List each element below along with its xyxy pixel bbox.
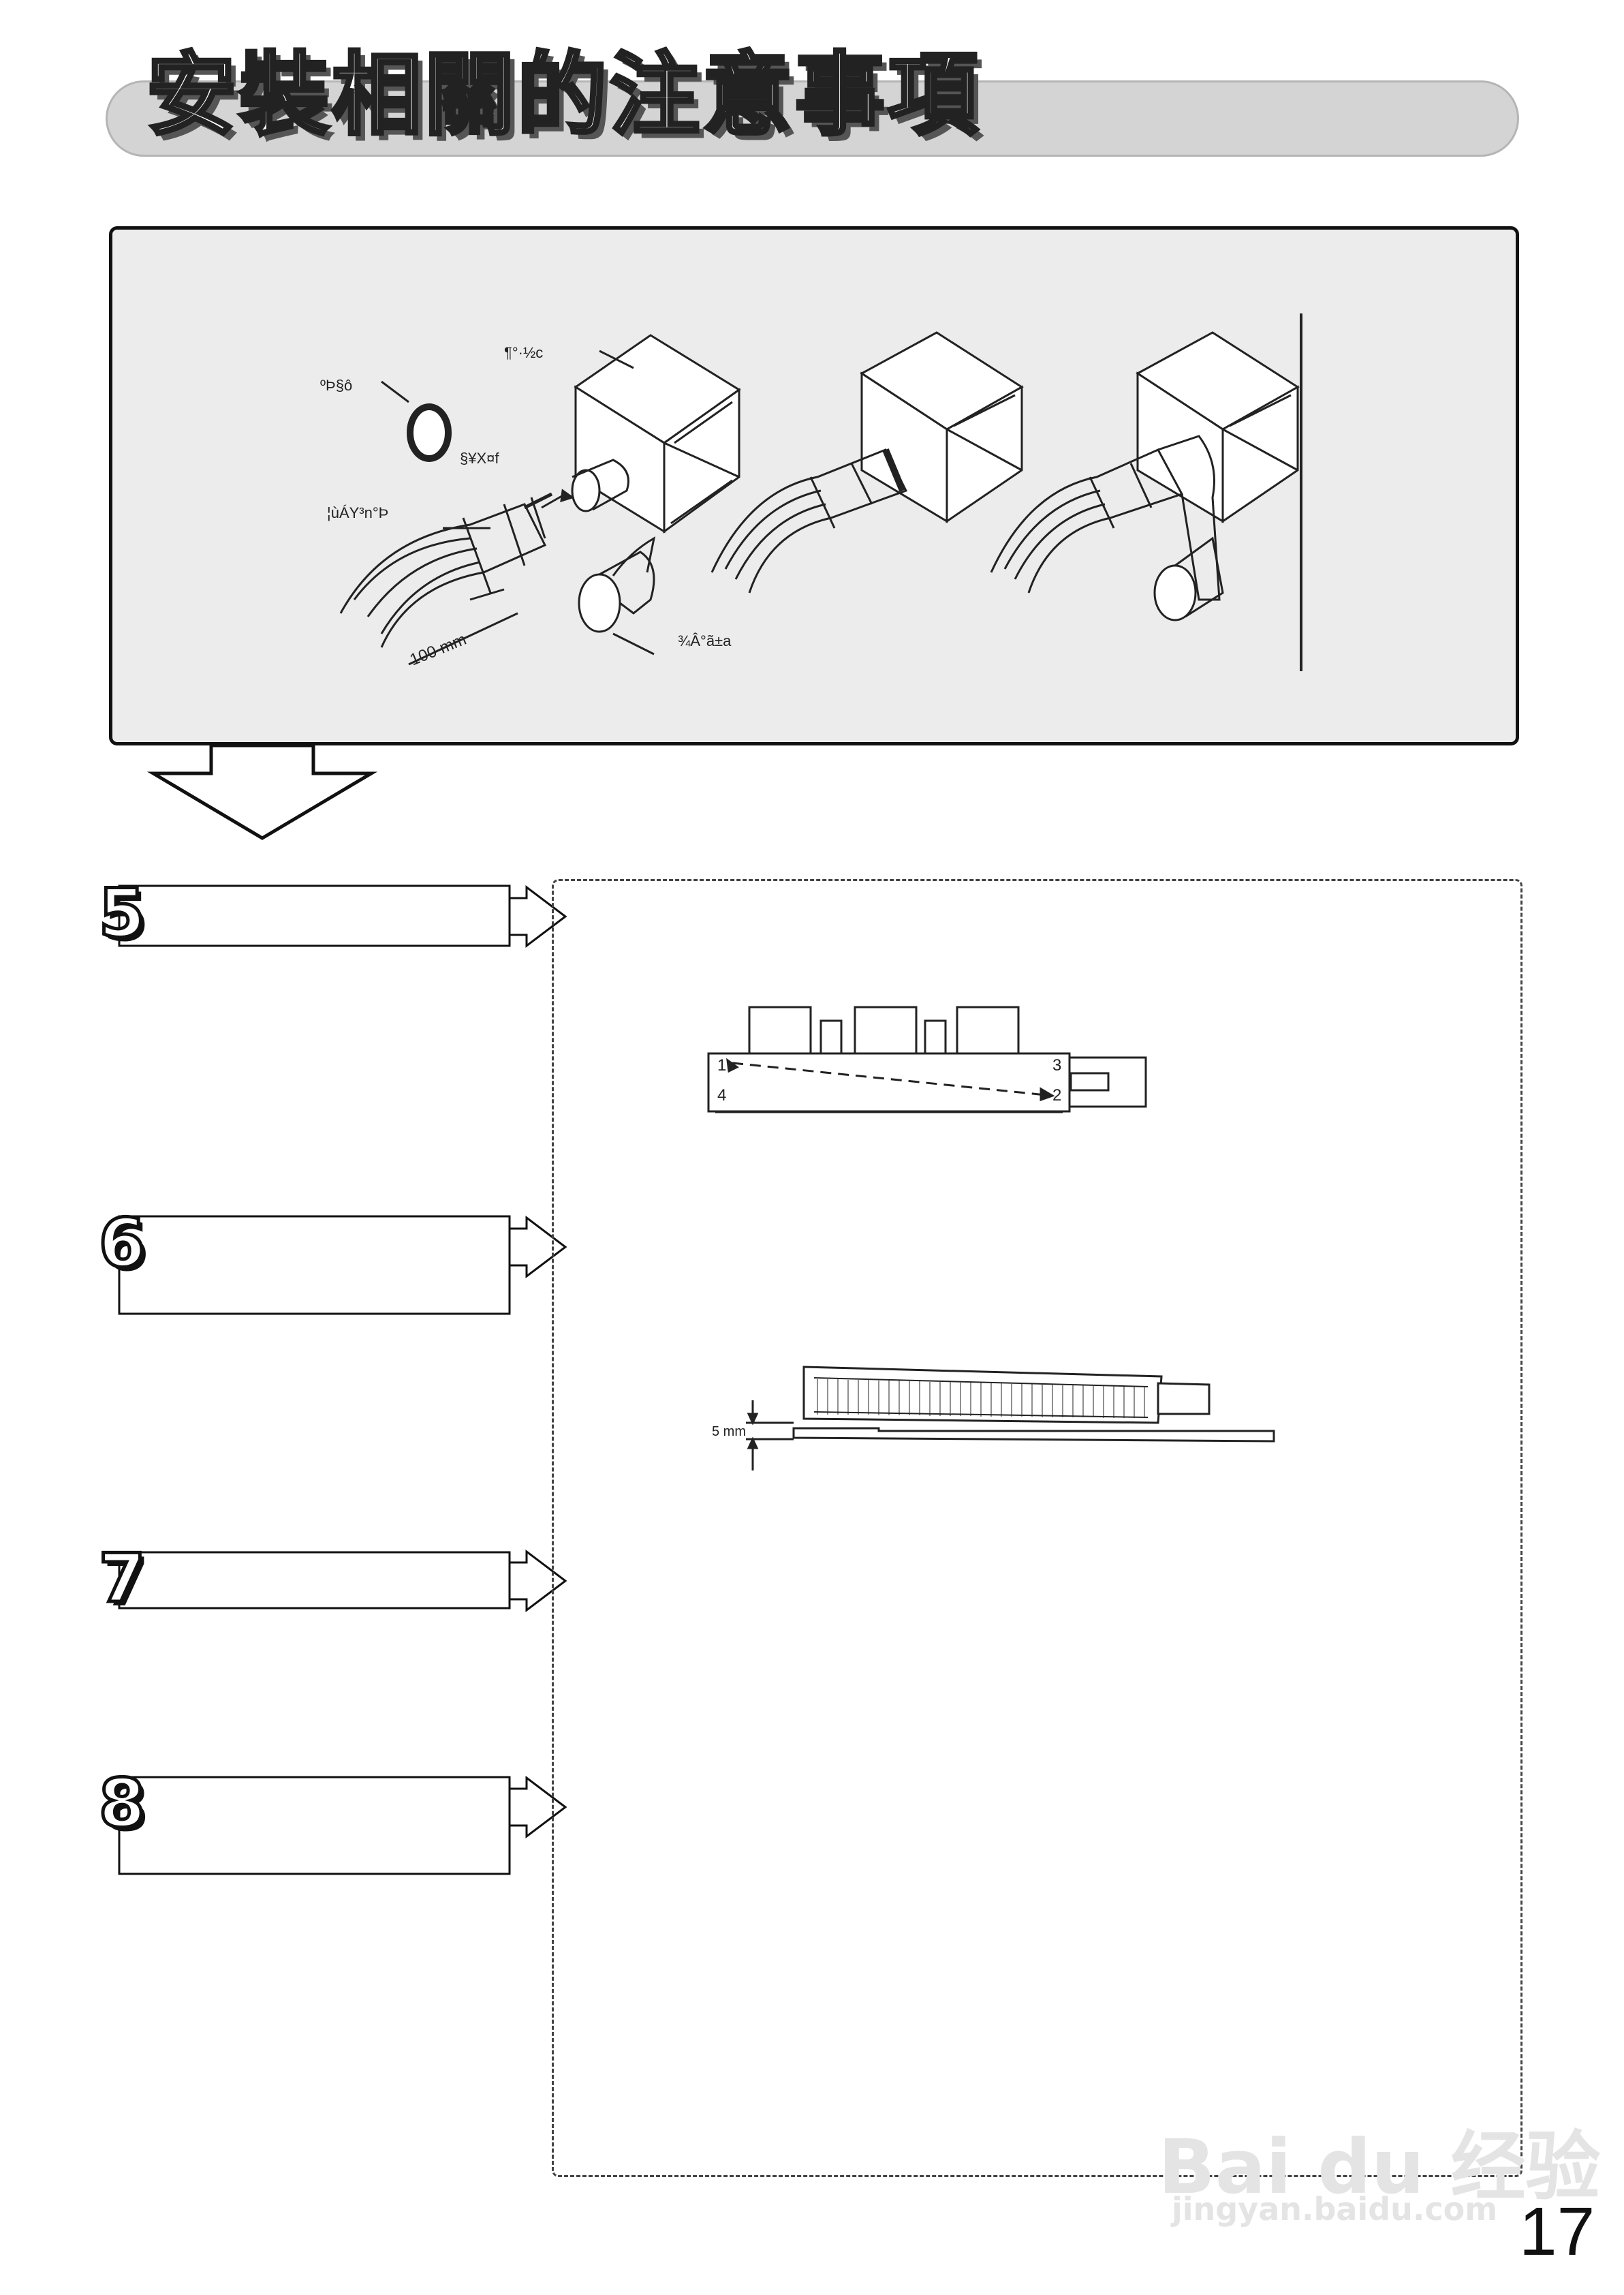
duct-box-illustration-3 (1136, 331, 1300, 523)
step-number-7: 7 (97, 1540, 146, 1618)
page-number: 17 (1519, 2193, 1595, 2270)
step-7-box (118, 1551, 511, 1609)
duct-box-illustration-2 (860, 331, 1024, 523)
step-5-arrow-icon (508, 884, 567, 949)
step-number-8: 8 (97, 1765, 146, 1843)
box-label: ¶°­·½c (504, 344, 544, 361)
indoor-unit-top-figure (707, 1006, 1147, 1113)
step-7-arrow-icon (508, 1549, 567, 1613)
hose-label: ¦ùÁY³n°Þ (327, 504, 389, 521)
step-8-box (118, 1776, 511, 1875)
corner-label-1: 1 (717, 1056, 727, 1075)
duct-box-illustration-1 (574, 334, 741, 534)
indoor-unit-slope-figure (746, 1366, 1275, 1470)
duct-installation-illustration (339, 313, 1302, 671)
ring-label: ºÞ§ô (320, 377, 353, 394)
hose-ring-illustration (407, 403, 452, 462)
fin-lines (817, 1379, 1145, 1418)
corner-label-4: 4 (717, 1086, 727, 1105)
flex-hose-illustration-2 (710, 448, 908, 594)
slope-dimension-label: 5 mm (712, 1424, 746, 1439)
adapter-collar-illustration (571, 459, 629, 512)
title-bar (106, 80, 1519, 157)
watermark-url: jingyan.baidu.com (1172, 2191, 1498, 2228)
tape-roll-illustration (578, 536, 656, 633)
step-number-6: 6 (97, 1205, 146, 1283)
page-title: 安裝相關的注意事項 (145, 42, 980, 150)
corner-label-3: 3 (1052, 1056, 1062, 1075)
step-6-arrow-icon (508, 1215, 567, 1279)
step-8-arrow-icon (508, 1775, 567, 1839)
flex-hose-illustration-1 (339, 492, 553, 648)
tape-label: ¾Â°ã±a (678, 632, 732, 649)
adapter-label: §¥X¤f (460, 450, 499, 467)
step-5-box (118, 884, 511, 947)
step-number-5: 5 (97, 875, 146, 953)
flex-hose-illustration-3 (990, 448, 1184, 594)
corner-label-2: 2 (1052, 1086, 1062, 1105)
instruction-content-box (552, 879, 1522, 2177)
down-arrow-icon (146, 743, 378, 840)
length-dimension-line (408, 612, 518, 666)
step-6-box (118, 1215, 511, 1315)
taped-joint-illustration (1153, 435, 1224, 621)
watermark-logo: Bai du 经验 (1158, 2123, 1601, 2211)
